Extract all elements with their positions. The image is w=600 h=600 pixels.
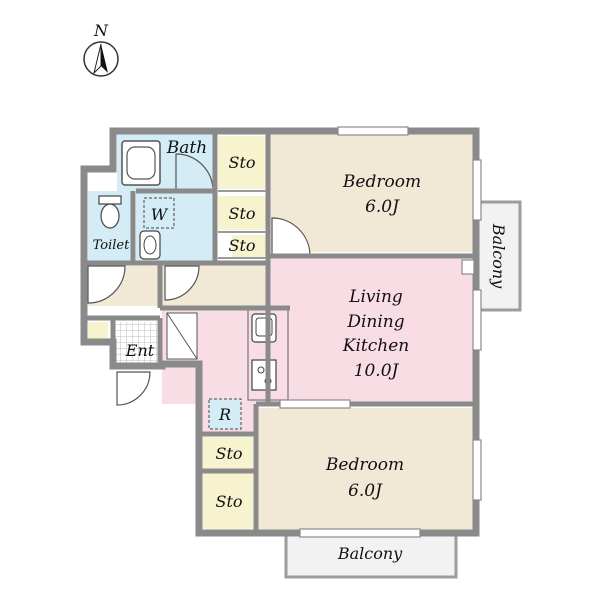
bedroom-top-size: 6.0J [365,197,400,217]
ldk-line3: Kitchen [342,336,409,356]
washroom-label: W [151,205,169,224]
ldk-main [268,256,476,404]
stove-icon [251,359,277,391]
north-arrow-icon: N [83,21,119,77]
refrigerator-icon [208,398,242,430]
storage-1-label: Sto [228,153,255,172]
toilet-label: Toilet [93,238,130,253]
balcony-right-label: Balcony [489,223,508,289]
storage-closet-small [88,322,108,342]
bedroom-top-name: Bedroom [342,172,421,192]
storage-4 [203,437,253,469]
bedroom-bottom-size: 6.0J [348,481,383,501]
storage-2-label: Sto [228,204,255,223]
storage-2 [218,196,266,230]
balcony-bottom-label: Balcony [337,544,403,563]
balcony-right [476,200,522,312]
ldk-line2: Dining [346,312,404,332]
storage-5-label: Sto [215,492,242,511]
ldk-line1: Living [348,287,403,307]
ldk-size: 10.0J [354,361,400,381]
entrance-floor [113,322,159,366]
windows [279,126,482,538]
toilet-icon [98,195,122,229]
refrigerator-label: R [218,405,231,424]
north-label: N [93,21,109,40]
bathtub-icon [121,140,161,186]
inner-walls [84,131,476,533]
entrance-label: Ent [125,341,155,360]
storage-4-label: Sto [215,444,242,463]
storage-1 [218,136,266,189]
storage-3 [232,235,266,257]
staircase-storage [166,312,198,360]
bath-label: Bath [166,138,207,158]
storage-dividers [218,190,266,259]
washing-machine-icon [143,197,175,229]
bedroom-bottom [256,408,476,531]
storage-3-label: Sto [228,236,255,255]
storage-5 [203,473,253,529]
wash-basin-icon [139,230,161,260]
bedroom-top [268,131,476,252]
sink-icon [251,313,277,343]
bedroom-bottom-name: Bedroom [325,455,404,475]
door-swings [87,153,311,406]
